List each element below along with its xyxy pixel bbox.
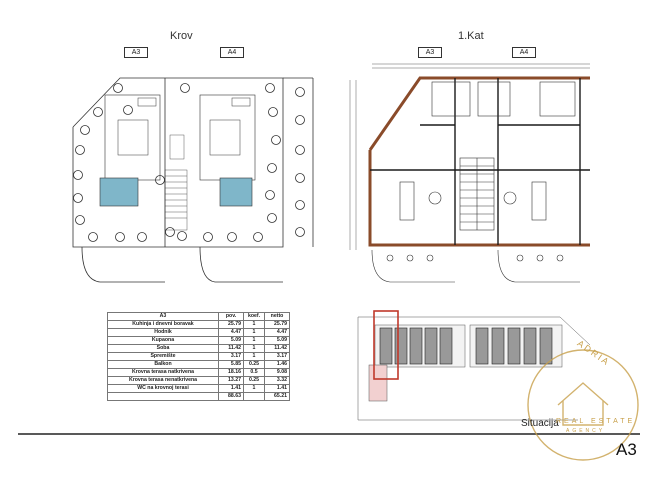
table-row: Hodnik 4.47 1 4.47 bbox=[107, 328, 290, 337]
room-coef: 1 bbox=[243, 336, 265, 345]
site-plan-units bbox=[379, 327, 553, 365]
room-area: 4.47 bbox=[218, 328, 244, 337]
table-row: Krovna terasa natkrivena 18.16 0.5 9.08 bbox=[107, 368, 290, 377]
room-area: 3.17 bbox=[218, 352, 244, 361]
room-net: 4.47 bbox=[264, 328, 290, 337]
room-net: 9.08 bbox=[264, 368, 290, 377]
room-coef: 0.25 bbox=[243, 360, 265, 369]
watermark-tagline: REAL ESTATE bbox=[556, 418, 636, 425]
first-floor-title: 1.Kat bbox=[458, 30, 484, 42]
roof-unit-tag-left: A3 bbox=[124, 47, 148, 58]
exterior-wall-top bbox=[368, 76, 590, 151]
room-name: WC na krovnoj terasi bbox=[107, 384, 219, 393]
room-area: 18.16 bbox=[218, 368, 244, 377]
room-area: 13.27 bbox=[218, 376, 244, 385]
room-coef: 1 bbox=[243, 344, 265, 353]
area-table-header: A3 pov. koef. netto bbox=[107, 312, 290, 321]
table-row: Soba 11.42 1 11.42 bbox=[107, 344, 290, 353]
room-net: 11.42 bbox=[264, 344, 290, 353]
pool-left bbox=[99, 177, 139, 207]
room-area: 1.41 bbox=[218, 384, 244, 393]
area-table-area-header: pov. bbox=[218, 312, 244, 321]
room-name: Hodnik bbox=[107, 328, 219, 337]
sheet-label: A3 bbox=[616, 440, 637, 459]
site-plan-label: Situacija bbox=[521, 418, 559, 429]
first-floor-drawing bbox=[349, 63, 590, 283]
area-table-coef-header: koef. bbox=[243, 312, 265, 321]
table-row: Spremište 3.17 1 3.17 bbox=[107, 352, 290, 361]
room-name: Balkon bbox=[107, 360, 219, 369]
total-net: 65.21 bbox=[264, 392, 290, 401]
room-net: 1.46 bbox=[264, 360, 290, 369]
room-net: 5.09 bbox=[264, 336, 290, 345]
area-table-net-header: netto bbox=[264, 312, 290, 321]
room-coef: 0.25 bbox=[243, 376, 265, 385]
roof-plan-title: Krov bbox=[170, 30, 193, 42]
area-table-unit-header: A3 bbox=[107, 312, 219, 321]
room-net: 1.41 bbox=[264, 384, 290, 393]
site-plan-drawing bbox=[357, 316, 591, 421]
roof-curve-right bbox=[199, 246, 283, 283]
room-name: Kupaona bbox=[107, 336, 219, 345]
watermark-sub: AGENCY bbox=[566, 428, 606, 434]
watermark-logo bbox=[527, 349, 639, 461]
room-coef: 1 bbox=[243, 384, 265, 393]
room-net: 3.32 bbox=[264, 376, 290, 385]
roof-curve-left bbox=[81, 246, 165, 283]
room-area: 5.09 bbox=[218, 336, 244, 345]
room-name: Krovna terasa nenatkrivena bbox=[107, 376, 219, 385]
total-area: 88.63 bbox=[218, 392, 244, 401]
room-net: 3.17 bbox=[264, 352, 290, 361]
trees bbox=[73, 83, 305, 242]
area-table: A3 pov. koef. netto Kuhinja i dnevni bor… bbox=[107, 312, 290, 401]
table-row: Krovna terasa nenatkrivena 13.27 0.25 3.… bbox=[107, 376, 290, 385]
selected-unit-highlight bbox=[373, 310, 399, 380]
room-coef: 1 bbox=[243, 352, 265, 361]
room-area: 11.42 bbox=[218, 344, 244, 353]
floor-unit-tag-right: A4 bbox=[512, 47, 536, 58]
roof-outline bbox=[72, 77, 284, 248]
roof-unit-tag-right: A4 bbox=[220, 47, 244, 58]
floor-unit-tag-left: A3 bbox=[418, 47, 442, 58]
room-name: Kuhinja i dnevni boravak bbox=[107, 320, 219, 329]
room-coef: 1 bbox=[243, 328, 265, 337]
roof-plan-drawing bbox=[72, 77, 314, 283]
table-total-row: 88.63 65.21 bbox=[107, 392, 290, 401]
table-row: WC na krovnoj terasi 1.41 1 1.41 bbox=[107, 384, 290, 393]
room-area: 25.79 bbox=[218, 320, 244, 329]
room-name: Soba bbox=[107, 344, 219, 353]
table-row: Kupaona 5.09 1 5.09 bbox=[107, 336, 290, 345]
table-row: Balkon 5.85 0.25 1.46 bbox=[107, 360, 290, 369]
table-row: Kuhinja i dnevni boravak 25.79 1 25.79 bbox=[107, 320, 290, 329]
exterior-wall-bottom bbox=[368, 150, 590, 247]
pool-right bbox=[219, 177, 253, 207]
room-name: Krovna terasa natkrivena bbox=[107, 368, 219, 377]
room-area: 5.85 bbox=[218, 360, 244, 369]
room-net: 25.79 bbox=[264, 320, 290, 329]
room-name: Spremište bbox=[107, 352, 219, 361]
room-coef: 0.5 bbox=[243, 368, 265, 377]
room-coef: 1 bbox=[243, 320, 265, 329]
